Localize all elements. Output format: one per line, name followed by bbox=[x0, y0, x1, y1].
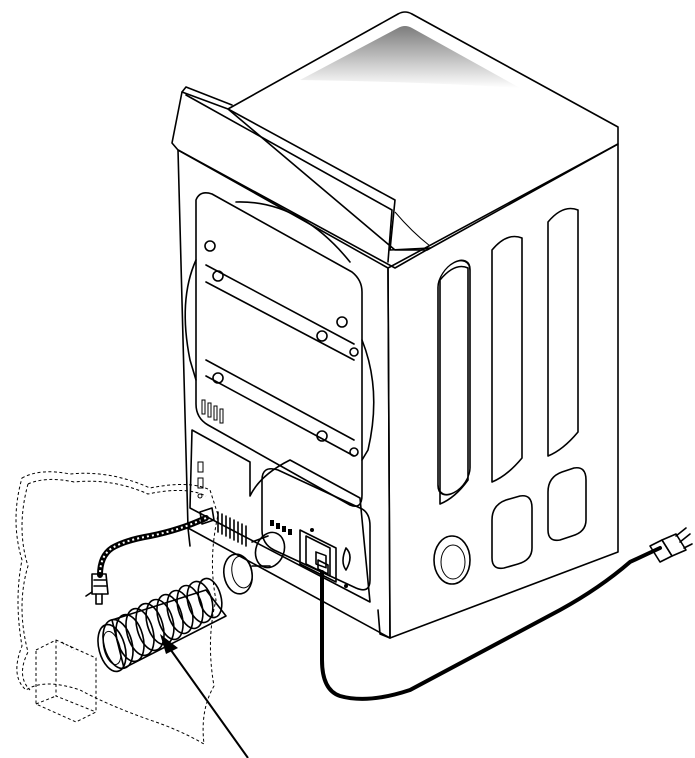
side-lower-slot-1 bbox=[491, 494, 533, 570]
wall-outline bbox=[15, 471, 219, 745]
side-slot-3 bbox=[547, 207, 579, 457]
power-cord-plug-in bbox=[317, 559, 329, 575]
top-shade bbox=[300, 26, 520, 88]
duct-end-opening bbox=[97, 623, 127, 673]
hose-valve bbox=[91, 573, 109, 595]
pointer-arrow bbox=[160, 634, 249, 758]
side-slot-1 bbox=[439, 265, 469, 505]
exhaust-grille bbox=[217, 511, 247, 547]
side-round-cover bbox=[433, 535, 471, 585]
dryer-top bbox=[227, 11, 619, 251]
duct-clamp bbox=[222, 553, 254, 595]
lower-back-details bbox=[189, 429, 371, 603]
duct-ribs bbox=[102, 577, 223, 670]
water-inlet-hose bbox=[85, 507, 215, 605]
exhaust-outlet bbox=[254, 531, 286, 569]
terminal-block-cover bbox=[261, 467, 371, 591]
side-lower-slot-2 bbox=[547, 466, 587, 542]
side-slot-2 bbox=[491, 235, 523, 483]
dryer-right-side bbox=[387, 143, 619, 639]
cabinet-feet bbox=[187, 527, 391, 639]
outlet-box bbox=[299, 529, 337, 583]
dryer-back-panel bbox=[177, 149, 391, 639]
power-cord bbox=[320, 527, 693, 701]
small-vent-slots bbox=[201, 399, 224, 424]
power-cord-plug bbox=[649, 527, 693, 563]
exhaust-hose bbox=[97, 577, 227, 673]
rear-access-panel bbox=[184, 192, 375, 508]
side-vent-slots bbox=[437, 259, 471, 496]
control-console bbox=[171, 86, 431, 269]
